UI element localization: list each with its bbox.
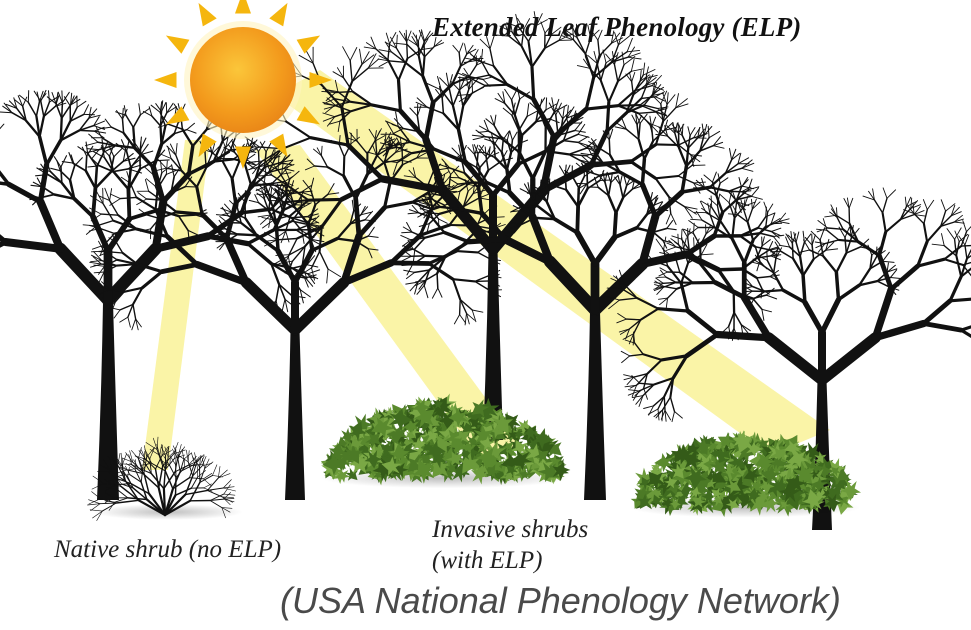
sun-ray — [166, 36, 190, 54]
native-shrub-label-text: Native shrub (no ELP) — [54, 536, 281, 563]
invasive-shrubs-label-line1: Invasive shrubs — [432, 514, 588, 545]
sun-ray — [297, 36, 321, 54]
invasive-shrubs-label: Invasive shrubs (with ELP) — [432, 514, 588, 576]
native-shrub-label: Native shrub (no ELP) — [54, 534, 281, 565]
invasive-shrubs-label-line2: (with ELP) — [432, 545, 588, 576]
source-credit: (USA National Phenology Network) — [280, 580, 841, 622]
leafy-shrub-icon — [317, 389, 572, 488]
sun-disc — [190, 27, 296, 133]
sun-ray — [154, 72, 177, 88]
sun-ray — [235, 0, 251, 14]
sun-ray — [199, 3, 217, 27]
sun-ray — [269, 3, 287, 27]
diagram-title: Extended Leaf Phenology (ELP) — [432, 12, 801, 43]
